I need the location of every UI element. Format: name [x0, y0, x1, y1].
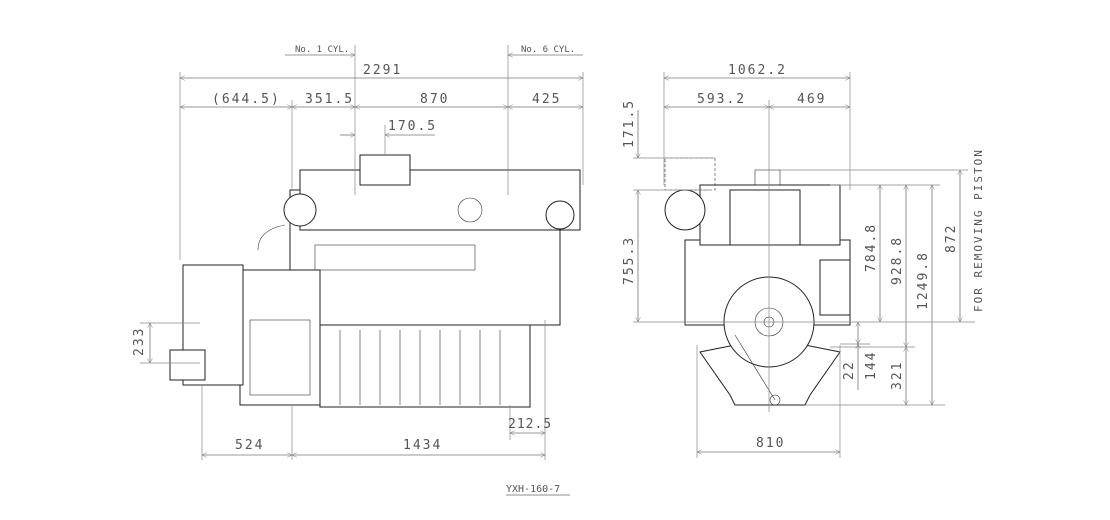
dim-front-segment: 351.5 — [305, 92, 354, 107]
dim-upper-height: 755.3 — [622, 236, 637, 285]
dim-overall-width: 1062.2 — [728, 63, 787, 78]
dim-piston-clearance: 872 — [944, 224, 959, 253]
dim-784-8: 784.8 — [864, 223, 879, 272]
dim-928-8: 928.8 — [890, 236, 905, 285]
dim-base-engine: 1434 — [403, 438, 442, 453]
dim-exhaust-offset: 170.5 — [388, 119, 437, 134]
front-view: 1062.2 593.2 469 171.5 755.3 784.8 928.8… — [622, 63, 985, 458]
drawing-code: YXH-160-7 — [506, 484, 560, 495]
dim-rear-overhang: 212.5 — [508, 417, 552, 432]
dim-overall-length: 2291 — [363, 63, 402, 78]
dim-22: 22 — [842, 360, 857, 380]
dim-width-left: 593.2 — [697, 92, 746, 107]
dim-144: 144 — [864, 351, 879, 380]
dim-gear-segment: (644.5) — [212, 92, 281, 107]
front-engine-outline — [664, 157, 851, 406]
dim-cylinders-segment: 870 — [420, 92, 449, 107]
dim-rear-segment: 425 — [532, 92, 561, 107]
dim-321: 321 — [890, 361, 905, 390]
dim-base-gear: 524 — [235, 438, 264, 453]
dim-width-right: 469 — [797, 92, 826, 107]
cyl6-label: No. 6 CYL. — [521, 45, 575, 55]
side-view: No. 1 CYL. No. 6 CYL. 2291 (644.5) 351.5… — [132, 45, 583, 460]
piston-note: FOR REMOVING PISTON — [972, 148, 985, 312]
dim-shaft-height: 233 — [132, 327, 147, 356]
cyl1-label: No. 1 CYL. — [295, 45, 349, 55]
dim-exhaust-height: 171.5 — [622, 99, 637, 148]
side-engine-outline — [169, 154, 581, 408]
dim-1249-8: 1249.8 — [916, 251, 931, 310]
dim-base-width: 810 — [756, 436, 785, 451]
